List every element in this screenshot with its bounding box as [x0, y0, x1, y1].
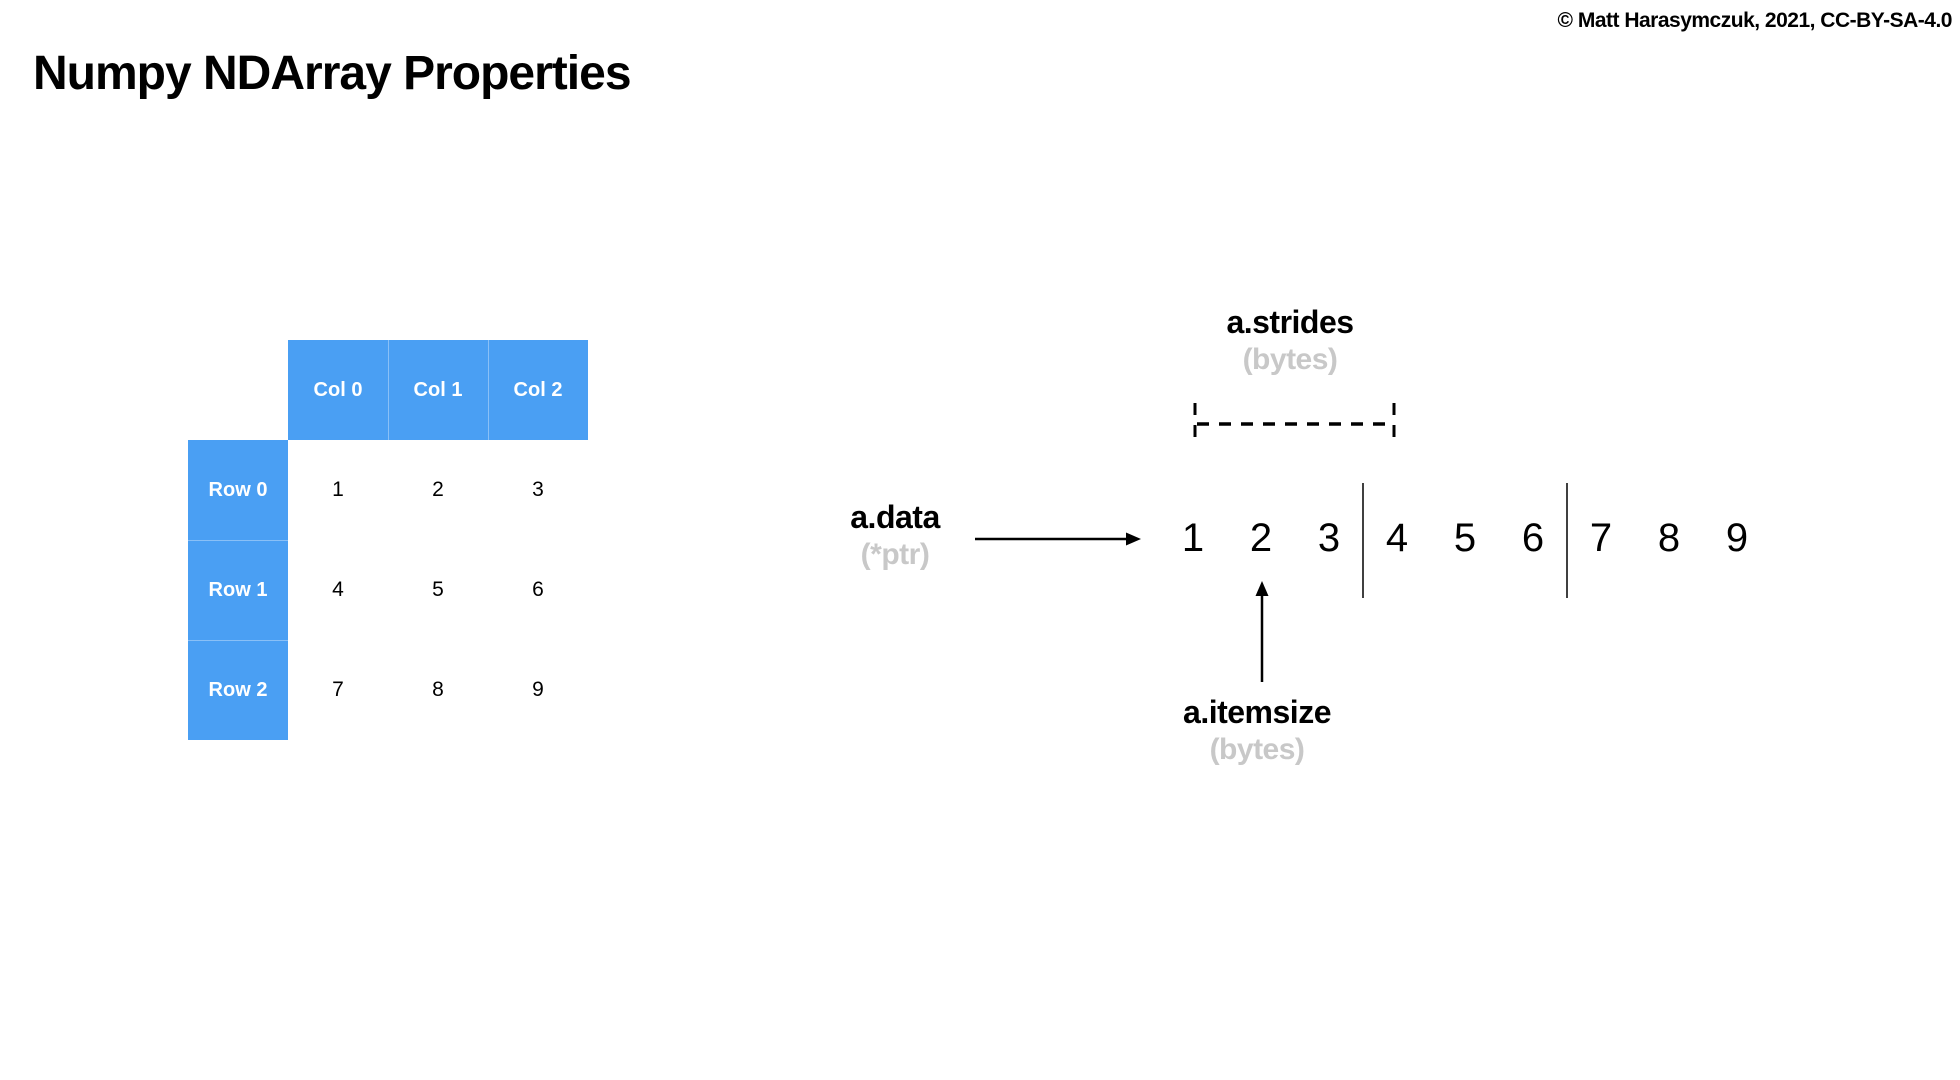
matrix-col-header-0: Col 0 — [288, 340, 388, 440]
matrix-cell-r0c1: 2 — [388, 440, 488, 540]
matrix-corner-cell — [188, 340, 288, 440]
memory-cell-3: 4 — [1385, 516, 1409, 560]
matrix-cell-r1c2: 6 — [488, 540, 588, 640]
matrix-row-header-2: Row 2 — [188, 640, 288, 740]
matrix-col-header-2: Col 2 — [488, 340, 588, 440]
copyright-notice: © Matt Harasymczuk, 2021, CC-BY-SA-4.0 — [1557, 9, 1953, 32]
memory-cell-4: 5 — [1453, 516, 1477, 560]
data-pointer-label: (*ptr) — [860, 538, 930, 571]
strides-callout: a.strides (bytes) — [1140, 303, 1440, 379]
itemsize-unit-label: (bytes) — [1209, 733, 1305, 766]
matrix-table: Col 0 Col 1 Col 2 Row 0 1 2 3 Row 1 4 5 … — [188, 340, 588, 740]
memory-cell-5: 6 — [1521, 516, 1545, 560]
matrix-row-header-1: Row 1 — [188, 540, 288, 640]
memory-cell-6: 7 — [1589, 516, 1613, 560]
data-callout: a.data (*ptr) — [745, 498, 1045, 574]
page-title: Numpy NDArray Properties — [33, 47, 632, 100]
matrix-cell-r2c0: 7 — [288, 640, 388, 740]
strides-label: a.strides — [1226, 304, 1354, 340]
memory-cell-2: 3 — [1317, 516, 1341, 560]
memory-cells-row: 1 2 3 4 5 6 7 8 9 — [1159, 518, 1771, 558]
strides-unit-label: (bytes) — [1242, 343, 1338, 376]
matrix-cell-r1c0: 4 — [288, 540, 388, 640]
matrix-cell-r2c2: 9 — [488, 640, 588, 740]
data-label: a.data — [850, 499, 940, 535]
matrix-row-header-0: Row 0 — [188, 440, 288, 540]
memory-cell-0: 1 — [1181, 516, 1205, 560]
matrix-cell-r0c0: 1 — [288, 440, 388, 540]
matrix-cell-r2c1: 8 — [388, 640, 488, 740]
matrix-cell-r1c1: 5 — [388, 540, 488, 640]
matrix-col-header-1: Col 1 — [388, 340, 488, 440]
itemsize-callout: a.itemsize (bytes) — [1107, 693, 1407, 769]
strides-bracket-icon — [1193, 403, 1396, 443]
itemsize-arrow-icon — [1255, 581, 1269, 682]
itemsize-label: a.itemsize — [1183, 694, 1331, 730]
matrix-cell-r0c2: 3 — [488, 440, 588, 540]
memory-cell-8: 9 — [1725, 516, 1749, 560]
memory-cell-7: 8 — [1657, 516, 1681, 560]
memory-cell-1: 2 — [1249, 516, 1273, 560]
